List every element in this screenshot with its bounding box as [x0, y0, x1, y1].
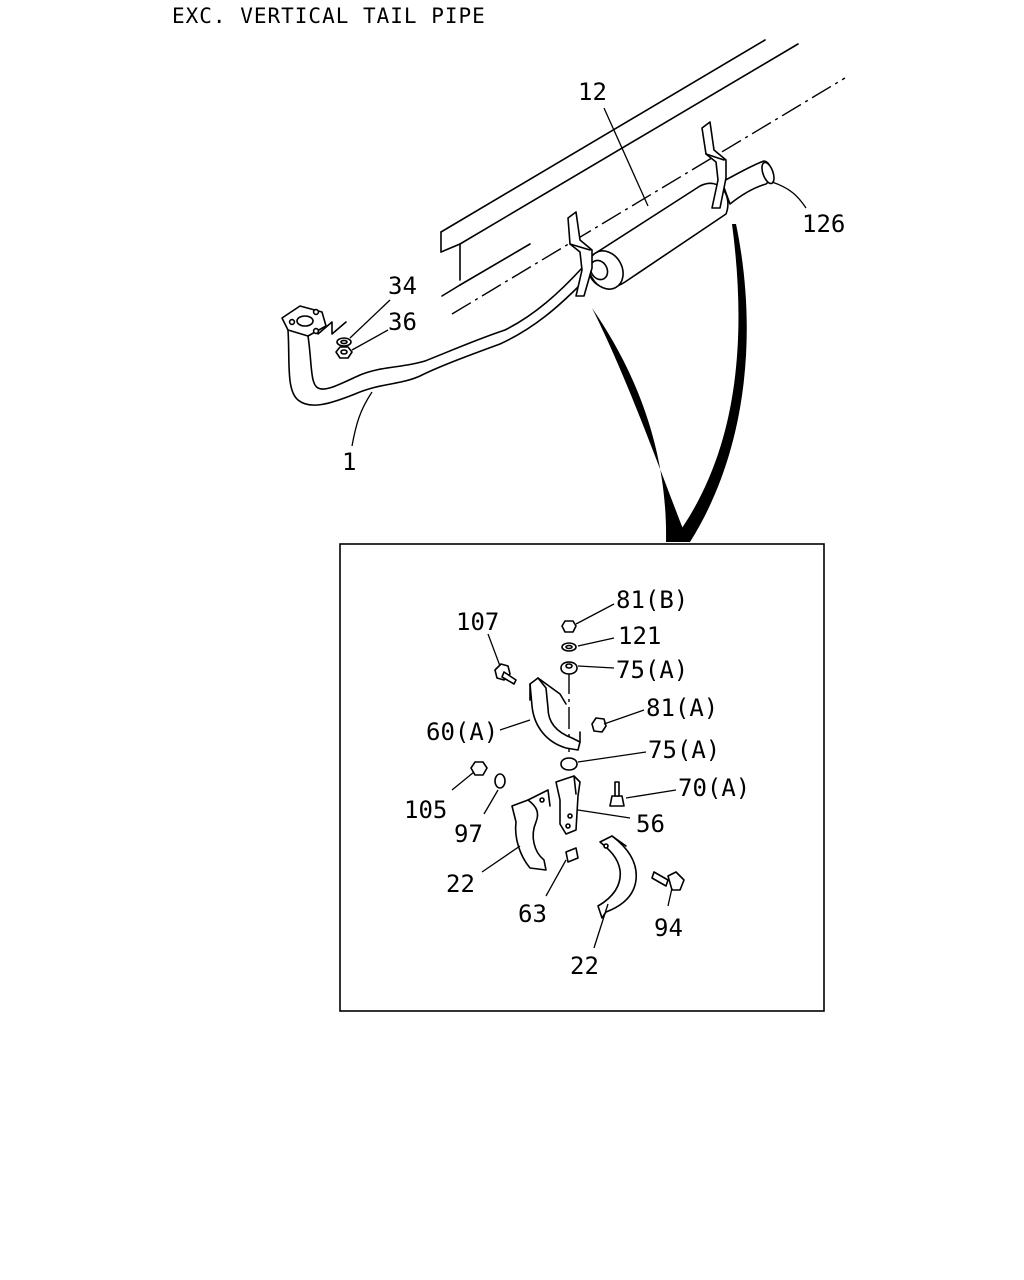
label-81a: 81(A): [646, 694, 718, 722]
label-105: 105: [404, 796, 447, 824]
label-22-bottom: 22: [570, 952, 599, 980]
bracket-60a: [529, 677, 581, 751]
label-63: 63: [518, 900, 547, 928]
label-60a: 60(A): [426, 718, 498, 746]
clamp-22-bottom: [597, 835, 637, 919]
bolt-70a: [609, 781, 625, 807]
label-36: 36: [388, 308, 417, 336]
label-81b: 81(B): [616, 586, 688, 614]
label-75a-mid: 75(A): [648, 736, 720, 764]
label-121: 121: [618, 622, 661, 650]
stay-56: [555, 775, 581, 835]
washer-97: [494, 773, 506, 789]
label-75a-top: 75(A): [616, 656, 688, 684]
nut-81b: [561, 620, 577, 633]
label-126: 126: [802, 210, 845, 238]
tail-pipe: [721, 160, 775, 205]
spacer-63: [565, 847, 579, 863]
diagram-title: EXC. VERTICAL TAIL PIPE: [172, 4, 486, 28]
leader-lines: [349, 107, 807, 949]
muffler: [587, 182, 729, 290]
label-1: 1: [342, 448, 356, 476]
frame-rail: [440, 39, 846, 315]
detail-box: [339, 543, 825, 1012]
bolt-94: [651, 871, 685, 891]
front-exhaust-pipe: [281, 267, 583, 406]
label-34: 34: [388, 272, 417, 300]
detail-pointer: [592, 224, 747, 542]
callout-labels: 12 126 34 36 1 81(B) 121 75(A) 107 81(A)…: [342, 78, 845, 980]
label-97: 97: [454, 820, 483, 848]
hanger-brackets: [567, 121, 727, 297]
label-107: 107: [456, 608, 499, 636]
label-12: 12: [578, 78, 607, 106]
label-70a: 70(A): [678, 774, 750, 802]
clamp-22-left: [511, 789, 551, 871]
flange-nut-and-washer: [335, 337, 353, 359]
nut-105: [470, 761, 488, 776]
label-94: 94: [654, 914, 683, 942]
label-22-left: 22: [446, 870, 475, 898]
nut-81a: [591, 717, 607, 733]
bolt-107: [494, 663, 517, 685]
label-56: 56: [636, 810, 665, 838]
bushing-75a-mid: [560, 757, 578, 771]
detail-parts: [470, 620, 685, 919]
